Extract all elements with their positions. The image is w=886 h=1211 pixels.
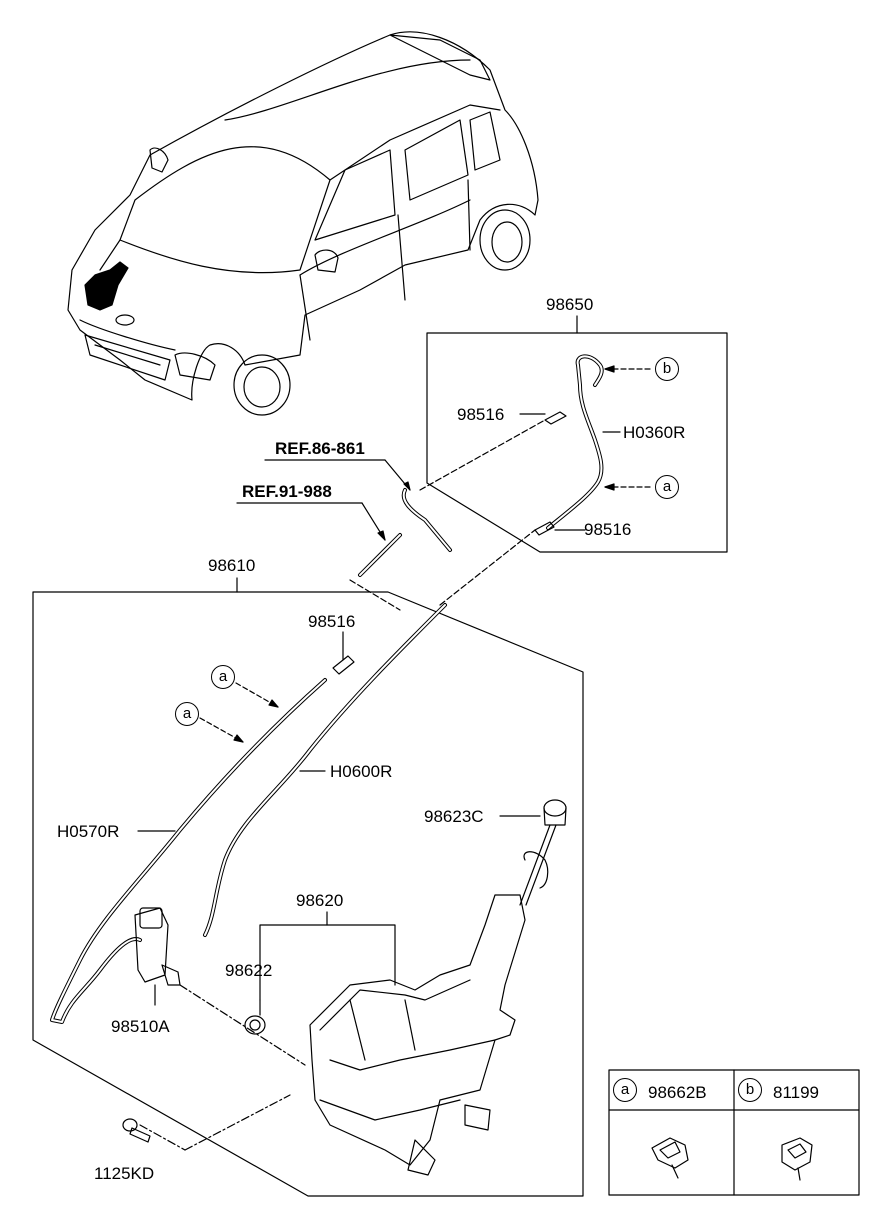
part-98610-label: 98610 [208,556,256,575]
ref-91-988-label: REF.91-988 [242,482,332,501]
callout-a-left2: a [175,702,199,726]
callout-a-top: a [655,475,679,499]
part-98516-top-label: 98516 [457,405,505,424]
rear-hose-box [426,315,728,553]
part-h0570r-label: H0570R [57,822,120,841]
part-98510a-label: 98510A [111,1017,170,1036]
ref-lines [236,419,546,611]
part-1125kd-label: 1125KD [94,1164,155,1183]
front-box [32,577,584,1197]
part-98516-mid-label: 98516 [584,520,632,539]
bolt-icon [122,1118,151,1143]
hose-clip-icon [781,1137,813,1181]
ref-86-861-label: REF.86-861 [275,439,365,458]
part-98516-box-label: 98516 [308,612,356,631]
car-icon [67,31,539,416]
part-98622-label: 98622 [225,961,273,980]
part-98623c-label: 98623C [424,807,484,826]
part-h0600r-label: H0600R [330,762,393,781]
legend-a-letter: a [613,1078,637,1102]
callout-a-left1: a [211,665,235,689]
hose-clip-icon [651,1137,689,1179]
grommet-icon [244,999,266,1035]
part-98650-label: 98650 [546,295,594,314]
part-98620-label: 98620 [296,891,344,910]
legend-b-letter: b [738,1078,762,1102]
washer-reservoir-icon [309,894,526,1176]
callout-b-top: b [655,357,679,381]
legend-a-part: 98662B [648,1083,707,1102]
part-h0360r-label: H0360R [623,423,686,442]
filler-cap-icon [519,799,567,906]
washer-pump-icon [134,907,181,1006]
legend-b-part: 81199 [773,1083,820,1102]
legend-box [608,1069,860,1196]
